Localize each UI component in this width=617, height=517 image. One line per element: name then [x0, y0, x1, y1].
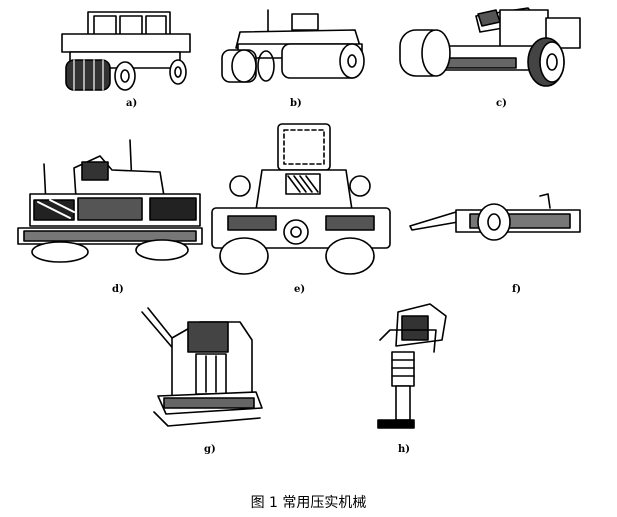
machine-d-articulated-roller — [17, 139, 203, 263]
label-h: h) — [398, 444, 410, 455]
machine-h-rammer — [377, 303, 447, 429]
label-b: b) — [290, 98, 302, 109]
machine-b-tandem-roller — [221, 9, 365, 83]
label-g: g) — [204, 444, 216, 455]
machine-a-tyre-roller — [61, 11, 191, 91]
label-d: d) — [112, 284, 124, 295]
machine-g-plate-compactor — [141, 307, 263, 427]
machine-e-cab-roller — [211, 123, 391, 275]
label-e: e) — [294, 284, 305, 295]
label-c: c) — [496, 98, 507, 109]
figure-caption: 图 1 常用压实机械 — [250, 495, 367, 511]
machine-f-drum-roller — [409, 193, 581, 241]
machine-c-vibratory-roller — [399, 7, 581, 87]
label-f: f) — [512, 284, 521, 295]
label-a: a) — [126, 98, 137, 109]
